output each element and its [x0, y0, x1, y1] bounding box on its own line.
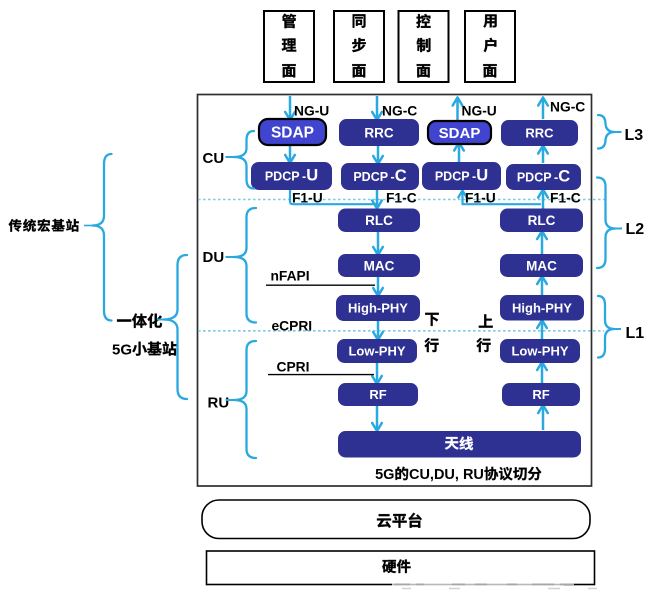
svg-text:CU: CU: [203, 150, 225, 167]
svg-text:F1-U: F1-U: [465, 191, 496, 206]
svg-text:Low-PHY: Low-PHY: [348, 344, 405, 359]
svg-text:eCPRI: eCPRI: [272, 318, 313, 333]
svg-text:RF: RF: [532, 387, 549, 402]
svg-text:DU: DU: [203, 249, 225, 266]
svg-text:High-PHY: High-PHY: [348, 301, 408, 316]
svg-text:MAC: MAC: [364, 258, 395, 273]
svg-text:CPRI: CPRI: [277, 359, 310, 374]
svg-text:NG-U: NG-U: [462, 104, 497, 119]
svg-text:RF: RF: [369, 387, 386, 402]
svg-text:F1-C: F1-C: [550, 191, 581, 206]
svg-text:SDAP: SDAP: [271, 125, 314, 142]
svg-text:PDCP -U: PDCP -U: [265, 167, 318, 185]
svg-text:PDCP -C: PDCP -C: [353, 167, 406, 185]
svg-text:F1-U: F1-U: [292, 191, 323, 206]
svg-text:RLC: RLC: [365, 213, 393, 228]
svg-text:RLC: RLC: [528, 213, 556, 228]
svg-text:NG-U: NG-U: [294, 104, 329, 119]
svg-text:F1-C: F1-C: [386, 191, 417, 206]
svg-text:NG-C: NG-C: [382, 104, 417, 119]
svg-text:5G: 5G: [112, 341, 132, 358]
svg-text:RU: RU: [208, 395, 230, 412]
svg-text:L2: L2: [626, 221, 645, 238]
svg-text:NG-C: NG-C: [550, 99, 585, 114]
svg-text:L1: L1: [626, 325, 645, 342]
svg-text:PDCP -U: PDCP -U: [435, 167, 488, 185]
svg-text:PDCP -C: PDCP -C: [517, 168, 570, 186]
svg-text:SDAP: SDAP: [439, 125, 481, 142]
svg-text:RRC: RRC: [364, 125, 393, 140]
svg-text:MAC: MAC: [526, 258, 557, 273]
svg-text:5G: 5G: [375, 467, 394, 483]
svg-text:RRC: RRC: [525, 126, 554, 141]
svg-text:nFAPI: nFAPI: [271, 269, 310, 284]
svg-text:Low-PHY: Low-PHY: [511, 344, 568, 359]
svg-text:High-PHY: High-PHY: [512, 300, 572, 315]
svg-text:L3: L3: [625, 127, 644, 144]
svg-text:CU,DU, RU: CU,DU, RU: [409, 467, 484, 483]
